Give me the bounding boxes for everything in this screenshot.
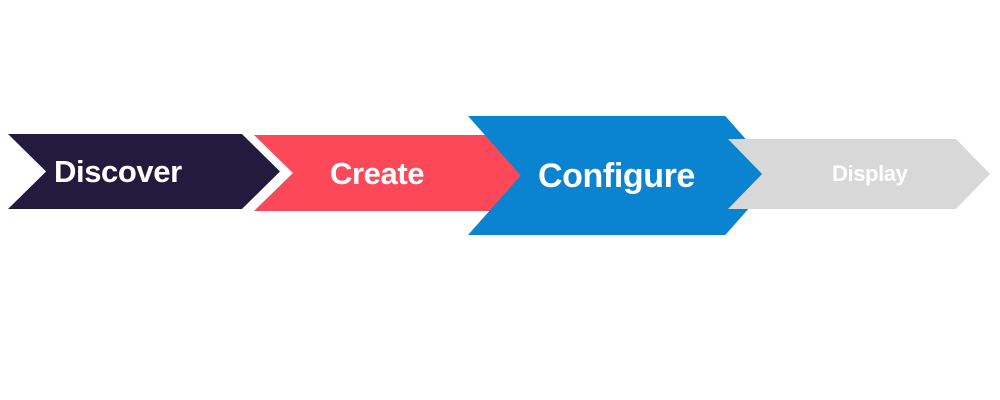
chevron-step-display-label: Display [832, 161, 908, 186]
chevron-step-display[interactable]: Display [728, 139, 990, 209]
chevron-step-discover-label: Discover [54, 154, 182, 189]
chevron-step-create-label: Create [330, 155, 425, 191]
chevron-step-create[interactable]: Create [254, 135, 532, 211]
chevron-step-configure-label: Configure [538, 156, 695, 195]
chevron-step-discover[interactable]: Discover [8, 134, 280, 209]
